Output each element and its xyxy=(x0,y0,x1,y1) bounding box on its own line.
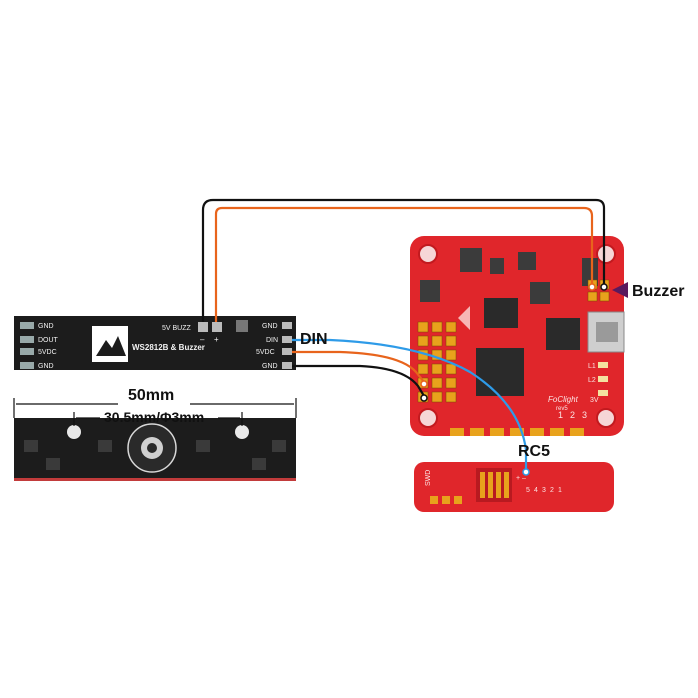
fc-number: 2 xyxy=(570,410,575,420)
buzzer-arrow-icon xyxy=(612,282,628,298)
led-buzzer-board: 5V BUZZ – + WS2812B & Buzzer GND DOUT 5V… xyxy=(14,316,296,370)
ground-wire-black xyxy=(292,364,425,397)
power-wire-orange xyxy=(292,350,425,383)
fc-number: 1 xyxy=(558,410,563,420)
buzz-header-label: 5V BUZZ xyxy=(162,325,192,332)
wires xyxy=(201,198,606,470)
rc-digit: 1 xyxy=(558,487,562,494)
left-pin-label: GND xyxy=(38,363,54,370)
buzzer-label: Buzzer xyxy=(632,283,684,300)
buzz-minus: – xyxy=(200,335,205,344)
left-pin-label: GND xyxy=(38,323,54,330)
rc-digit: 2 xyxy=(550,487,554,494)
rc-digit: 5 xyxy=(526,487,530,494)
fc-number: 3 xyxy=(582,410,587,420)
fc-brand: FoClight xyxy=(548,395,579,404)
buzz-plus: + xyxy=(214,335,219,344)
led-board-bottom-view xyxy=(14,418,296,481)
board-title: WS2812B & Buzzer xyxy=(132,343,205,352)
dimension-spacing-label: 30.5mm/Φ3mm xyxy=(104,409,204,425)
dimension-50mm xyxy=(13,398,297,426)
rc5-label: RC5 xyxy=(518,443,550,460)
right-pin-label: GND xyxy=(262,323,278,330)
swd-label: SWD xyxy=(425,470,432,486)
left-pin-label: DOUT xyxy=(38,337,59,344)
right-pin-label: GND xyxy=(262,363,278,370)
mountain-logo-icon xyxy=(96,336,126,356)
right-pin-label: DIN xyxy=(266,337,278,344)
fc-pin-label: L2 xyxy=(588,377,596,384)
buzzer-wire-black xyxy=(201,198,606,322)
fc-pin-label: L1 xyxy=(588,363,596,370)
din-wire-blue xyxy=(292,338,528,470)
din-label: DIN xyxy=(300,331,328,348)
flight-controller-board: L1 L2 3V FoClight rev5 1 2 3 xyxy=(410,236,625,436)
fc-pin-label: 3V xyxy=(590,397,599,404)
right-pin-label: 5VDC xyxy=(256,349,275,356)
rc-expansion-board: SWD + – 5 4 3 2 1 xyxy=(414,462,614,512)
buzzer-wire-orange xyxy=(214,206,594,322)
rc-digit: 4 xyxy=(534,487,538,494)
dimension-width-label: 50mm xyxy=(128,387,174,404)
rc-plus-minus: + – xyxy=(516,475,526,482)
fc-rev: rev5 xyxy=(556,406,568,412)
left-pin-label: 5VDC xyxy=(38,349,57,356)
rc-digit: 3 xyxy=(542,487,546,494)
